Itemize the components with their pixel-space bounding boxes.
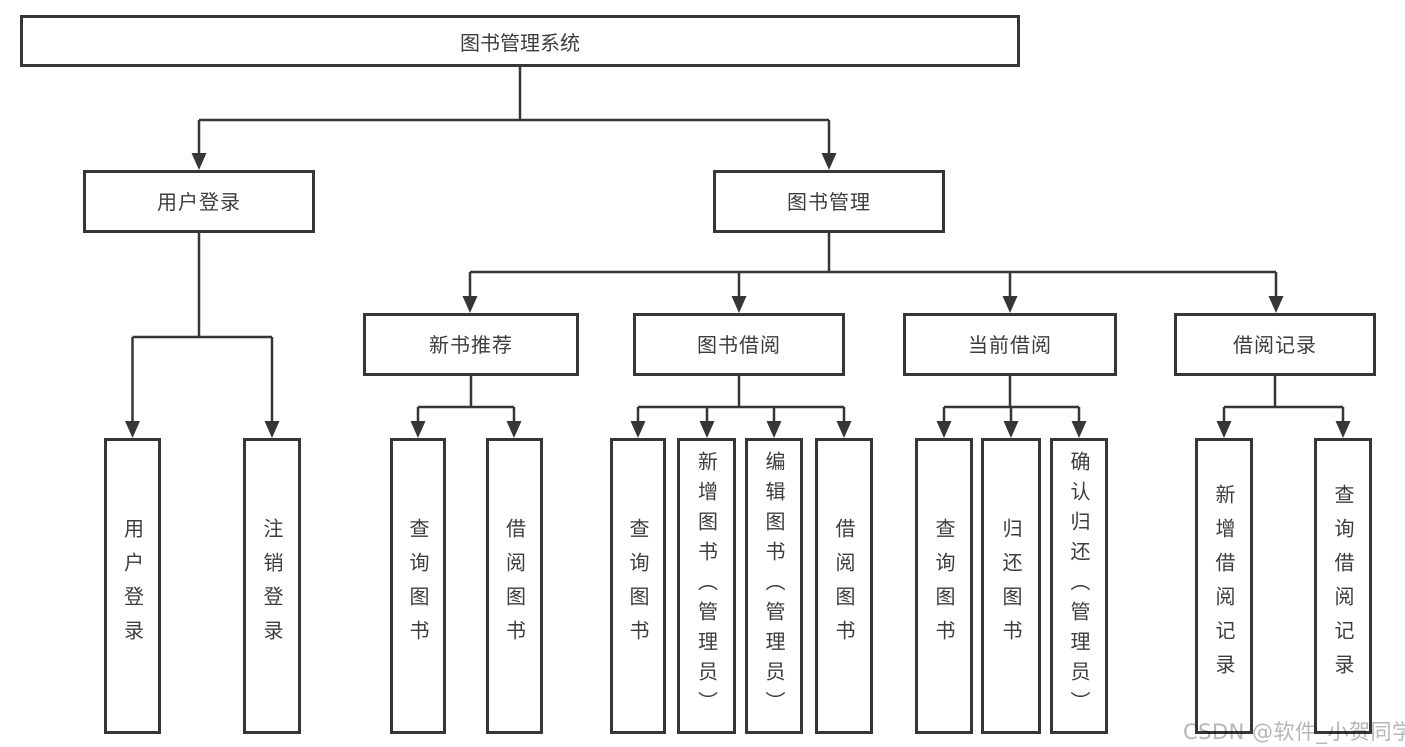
- arrow-down-icon: [264, 421, 280, 438]
- arrow-down-icon: [821, 153, 837, 170]
- arrow-down-icon: [1002, 296, 1018, 313]
- leaf-query-books-current: 查询图书: [915, 438, 973, 734]
- arrow-down-icon: [506, 421, 522, 438]
- connector-current-borrow: [942, 376, 1081, 423]
- leaf-logout: 注销登录: [243, 438, 301, 734]
- node-label: 查询图书: [932, 518, 956, 654]
- leaf-borrow-books: 借阅图书: [815, 438, 873, 734]
- leaf-add-borrow-record: 新增借阅记录: [1195, 438, 1253, 734]
- node-label: 确认归还（管理员）: [1067, 451, 1091, 721]
- arrow-down-icon: [1216, 421, 1232, 438]
- arrow-down-icon: [410, 421, 426, 438]
- arrow-down-icon: [462, 296, 478, 313]
- node-label: 当前借阅: [968, 332, 1052, 357]
- node-book-management: 图书管理: [713, 170, 945, 233]
- arrow-down-icon: [1335, 421, 1351, 438]
- leaf-add-book-admin: 新增图书（管理员）: [677, 438, 736, 734]
- connector-root: [197, 67, 831, 155]
- arrow-down-icon: [1071, 421, 1087, 438]
- arrow-down-icon: [699, 421, 715, 438]
- arrowheads: [125, 153, 1351, 438]
- node-borrow-records: 借阅记录: [1174, 313, 1376, 376]
- leaf-query-borrow-record: 查询借阅记录: [1314, 438, 1372, 734]
- arrow-down-icon: [125, 421, 140, 438]
- leaf-query-books-recommend: 查询图书: [390, 438, 446, 734]
- node-label: 借阅图书: [502, 518, 527, 654]
- node-new-book-recommend: 新书推荐: [363, 313, 579, 376]
- node-label: 用户登录: [120, 518, 145, 654]
- node-label: 新增图书（管理员）: [694, 451, 719, 721]
- leaf-edit-book-admin: 编辑图书（管理员）: [745, 438, 803, 734]
- connector-book-management: [468, 233, 1278, 298]
- connector-borrow-records: [1222, 376, 1345, 423]
- node-label: 借阅图书: [832, 518, 856, 654]
- node-label: 借阅记录: [1233, 332, 1317, 357]
- leaf-user-login: 用户登录: [104, 438, 161, 734]
- arrow-down-icon: [630, 421, 646, 438]
- arrow-down-icon: [1003, 421, 1019, 438]
- node-label: 图书管理系统: [460, 30, 580, 55]
- node-book-borrow: 图书借阅: [633, 313, 845, 376]
- node-label: 编辑图书（管理员）: [762, 451, 786, 721]
- node-library-management-system: 图书管理系统: [20, 15, 1020, 67]
- node-label: 归还图书: [999, 518, 1023, 654]
- leaf-return-books: 归还图书: [981, 438, 1041, 734]
- leaf-query-books-borrow: 查询图书: [610, 438, 666, 734]
- node-label: 用户登录: [157, 189, 241, 214]
- node-label: 注销登录: [260, 518, 284, 654]
- node-label: 图书管理: [787, 189, 871, 214]
- connector-book-borrow: [636, 376, 846, 423]
- arrow-down-icon: [1268, 296, 1284, 313]
- arrow-down-icon: [731, 296, 747, 313]
- node-label: 新书推荐: [429, 332, 513, 357]
- node-current-borrow: 当前借阅: [903, 313, 1117, 376]
- connector-user-login: [131, 233, 274, 423]
- node-label: 查询图书: [626, 518, 650, 654]
- node-label: 图书借阅: [697, 332, 781, 357]
- watermark: CSDN @软件_小贺同学: [1183, 720, 1405, 744]
- arrow-down-icon: [766, 421, 782, 438]
- node-user-login: 用户登录: [83, 170, 315, 233]
- arrow-down-icon: [936, 421, 952, 438]
- leaf-borrow-books-recommend: 借阅图书: [486, 438, 543, 734]
- arrow-down-icon: [836, 421, 852, 438]
- connector-new-book-recommend: [416, 376, 516, 423]
- node-label: 新增借阅记录: [1212, 484, 1236, 688]
- arrow-down-icon: [191, 153, 207, 170]
- node-label: 查询图书: [406, 518, 430, 654]
- leaf-confirm-return-admin: 确认归还（管理员）: [1050, 438, 1108, 734]
- node-label: 查询借阅记录: [1331, 484, 1355, 688]
